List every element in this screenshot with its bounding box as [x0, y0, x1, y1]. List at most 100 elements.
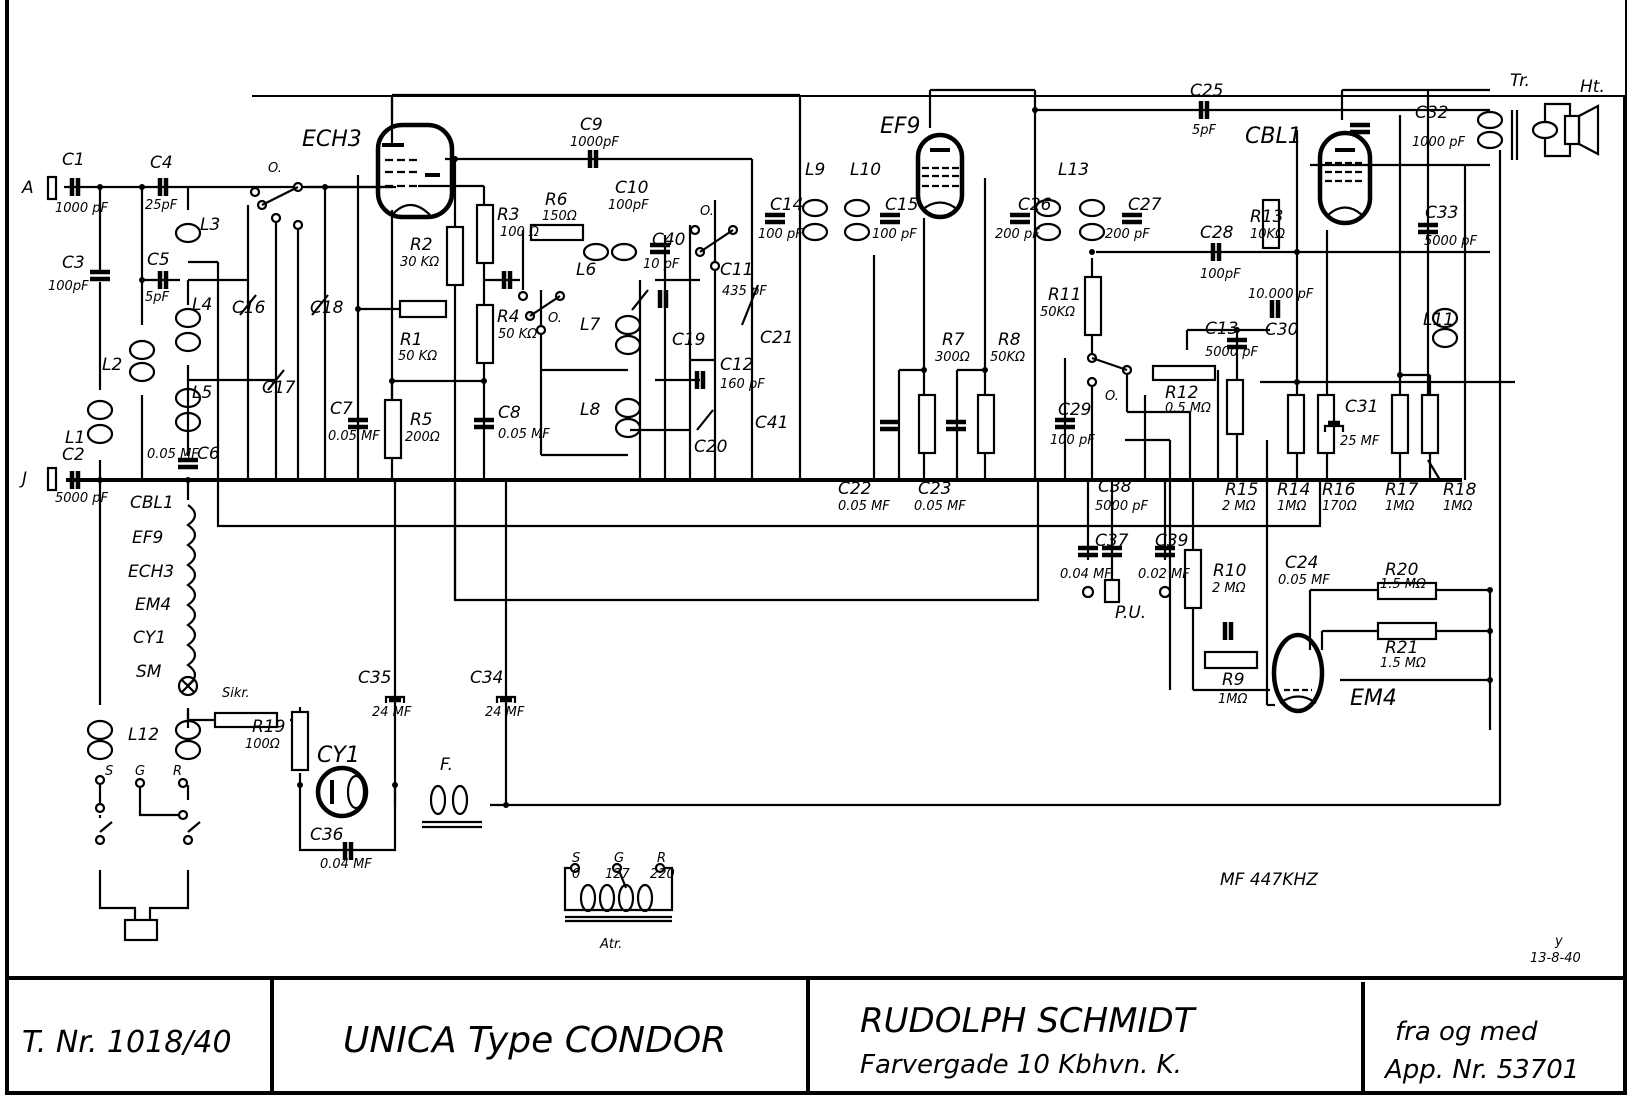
r5-value: 200Ω [405, 430, 440, 445]
c5-label: C5 [147, 250, 170, 270]
c10-label: C10 [615, 178, 649, 198]
c22-value: 0.05 MF [838, 499, 890, 514]
tube-ef9 [915, 132, 965, 220]
c25-label: C25 [1190, 81, 1224, 101]
r3-value: 100 Ω [500, 225, 539, 240]
terminal-earth-label: J [19, 469, 27, 489]
c11-label: C11 [720, 260, 754, 280]
c28-label: C28 [1200, 223, 1234, 243]
mains-tap-g-label: G [614, 851, 624, 866]
r19-value: 100Ω [245, 737, 280, 752]
mains-tap-r-volts: 220 [650, 867, 675, 882]
mains-tap-g-volts: 127 [605, 867, 631, 882]
c33-value: 5000 pF [1424, 234, 1477, 249]
company-name: RUDOLPH SCHMIDT [860, 1001, 1197, 1041]
tube-ef9-label: EF9 [880, 114, 921, 139]
r13-value: 10KΩ [1250, 227, 1285, 242]
l12-tap-g: G [135, 764, 145, 779]
heater-label-ech3: ECH3 [128, 562, 174, 582]
c8-value: 0.05 MF [498, 427, 550, 442]
c32-label: C32 [1415, 103, 1449, 123]
tube-cbl1-label: CBL1 [1245, 124, 1302, 149]
r7-value: 300Ω [935, 350, 970, 365]
range-marker: O. [1105, 389, 1119, 404]
c1-value: 1000 pF [55, 201, 108, 216]
r21-label: R21 [1385, 638, 1418, 658]
r15-value: 2 MΩ [1222, 499, 1256, 514]
wiring [64, 88, 1515, 920]
c30-value: 10.000 pF [1248, 287, 1314, 302]
l6-label: L6 [576, 260, 596, 280]
r17-value: 1MΩ [1385, 499, 1414, 514]
pilot-lamp-label: SM [136, 662, 162, 682]
l2-label: L2 [102, 355, 122, 375]
r6-value: 150Ω [542, 209, 577, 224]
mains-tap-s-label: S [572, 851, 580, 866]
labels: A J ECH3 EF9 CBL1 EM4 CY1 C1 1000 pF C2 … [19, 71, 1605, 1085]
c20-label: C20 [694, 437, 728, 457]
c22-label: C22 [838, 479, 872, 499]
valid-from-serial: App. Nr. 53701 [1383, 1055, 1579, 1085]
c1-label: C1 [62, 150, 85, 170]
c27-label: C27 [1128, 195, 1162, 215]
model-name: UNICA Type CONDOR [343, 1020, 726, 1061]
r4-label: R4 [497, 307, 520, 327]
c13-value: 5000 pF [1205, 345, 1258, 360]
c24-value: 0.05 MF [1278, 573, 1330, 588]
l12-tap-s: S [105, 764, 113, 779]
terminal-antenna-label: A [21, 178, 34, 198]
tube-em4-label: EM4 [1350, 686, 1397, 711]
c15-label: C15 [885, 195, 919, 215]
r11-value: 50KΩ [1040, 305, 1075, 320]
r20-value: 1.5 MΩ [1380, 577, 1426, 592]
filter-choke-label: F. [440, 755, 453, 775]
r8-value: 50KΩ [990, 350, 1025, 365]
r14-label: R14 [1277, 480, 1310, 500]
l10-label: L10 [850, 160, 881, 180]
r21-value: 1.5 MΩ [1380, 656, 1426, 671]
c21-label: C21 [760, 328, 794, 348]
range-marker: O. [700, 204, 714, 219]
c29-label: C29 [1058, 400, 1092, 420]
terminals [46, 175, 1172, 942]
c39-label: C39 [1155, 531, 1189, 551]
c19-label: C19 [672, 330, 706, 350]
tube-ech3 [375, 95, 455, 220]
range-marker: O. [268, 161, 282, 176]
tube-cbl1 [1317, 130, 1373, 226]
c3-value: 100pF [48, 279, 89, 294]
c4-value: 25pF [145, 198, 178, 213]
speaker-label: Ht. [1580, 77, 1605, 97]
valid-from-label: fra og med [1395, 1017, 1538, 1047]
c6-value: 0.05 MF [147, 447, 199, 462]
switch-arms [261, 186, 1128, 372]
c5-value: 5pF [145, 290, 170, 305]
r4-value: 50 KΩ [498, 327, 537, 342]
tube-ech3-label: ECH3 [302, 127, 362, 152]
c14-label: C14 [770, 195, 804, 215]
r10-label: R10 [1213, 561, 1246, 581]
r9-value: 1MΩ [1218, 692, 1247, 707]
c36-label: C36 [310, 825, 344, 845]
variable-capacitor-arrows [239, 284, 760, 431]
l1-label: L1 [65, 428, 85, 448]
r17-label: R17 [1385, 480, 1419, 500]
c34-value: 24 MF [485, 705, 525, 720]
drawing-date: 13-8-40 [1530, 951, 1581, 966]
c9-value: 1000pF [570, 135, 619, 150]
r12-value: 0.5 MΩ [1165, 401, 1211, 416]
c2-label: C2 [62, 445, 85, 465]
c9-label: C9 [580, 115, 603, 135]
c26-value: 200 pF [995, 227, 1040, 242]
c29-value: 100 pF [1050, 433, 1095, 448]
c35-value: 24 MF [372, 705, 412, 720]
c31-label: C31 [1345, 397, 1379, 417]
c38-label: C38 [1098, 477, 1132, 497]
r1-value: 50 KΩ [398, 349, 437, 364]
r12-label: R12 [1165, 383, 1198, 403]
drawing-number: T. Nr. 1018/40 [22, 1025, 232, 1060]
l3-label: L3 [200, 215, 220, 235]
drawing-frame [5, 0, 1627, 1095]
company-address: Farvergade 10 Kbhvn. K. [860, 1050, 1182, 1080]
